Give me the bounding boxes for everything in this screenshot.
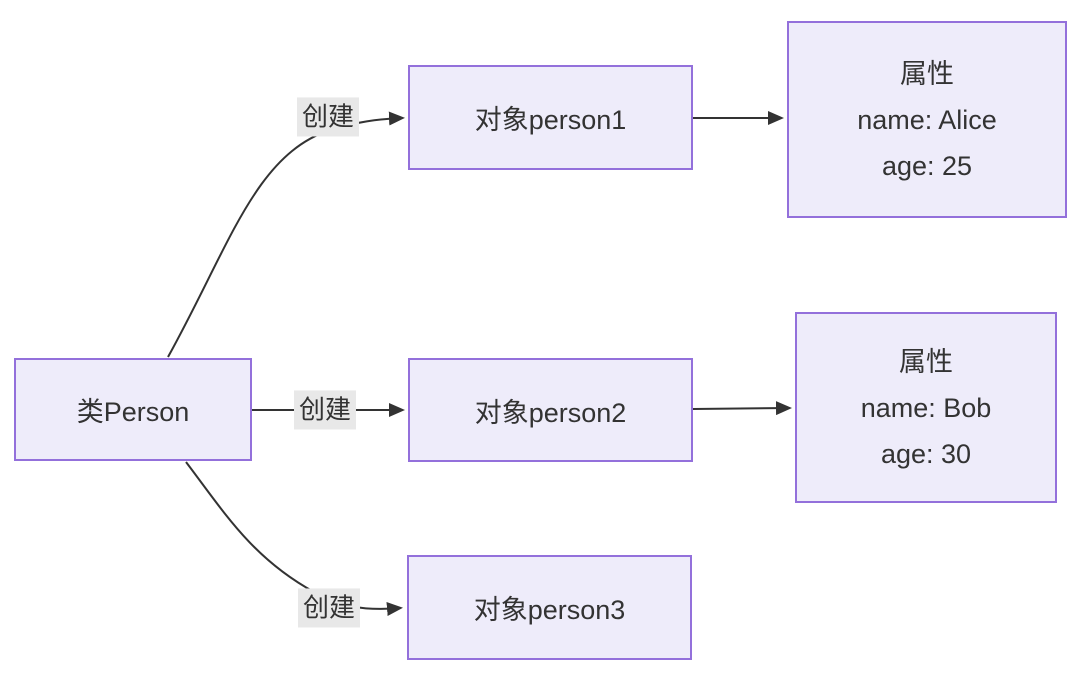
attribute-name: name: Bob — [860, 392, 992, 423]
edge-person2-to-attrs-bob — [692, 401, 792, 416]
attribute-node-bob: 属性 name: Bob age: 30 — [795, 312, 1057, 503]
object-node-label: 对象person2 — [474, 397, 627, 428]
edge-label-create-2: 创建 — [293, 390, 357, 430]
attribute-node-alice: 属性 name: Alice age: 25 — [787, 21, 1067, 218]
edge-class-to-person3 — [185, 461, 403, 616]
object-node-label: 对象person1 — [474, 105, 627, 135]
attribute-name: name: Alice — [857, 104, 997, 135]
edge-label-create-1: 创建 — [296, 97, 360, 137]
class-node-label: 类Person — [76, 397, 190, 427]
edge-class-to-person1 — [167, 111, 405, 358]
attribute-age: age: 25 — [881, 150, 973, 181]
object-node-person3: 对象person3 — [407, 555, 692, 660]
object-node-label: 对象person3 — [473, 595, 626, 625]
object-node-person2: 对象person2 — [408, 358, 693, 462]
edge-label-create-3: 创建 — [297, 588, 361, 628]
attribute-title: 属性 — [899, 346, 953, 377]
object-node-person1: 对象person1 — [408, 65, 693, 170]
class-node-person: 类Person — [14, 358, 252, 461]
attribute-age: age: 30 — [880, 438, 972, 469]
attribute-title: 属性 — [900, 58, 954, 89]
